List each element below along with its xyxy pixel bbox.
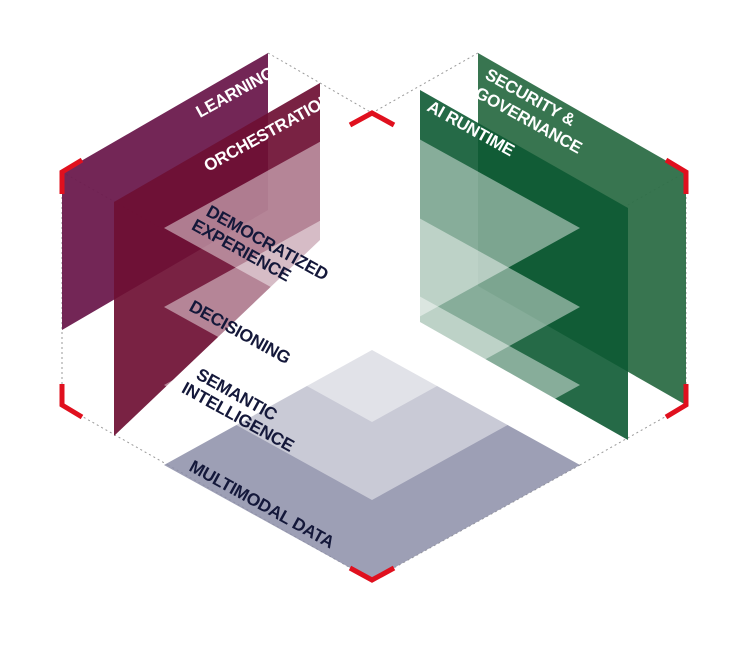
- corner-marker: [664, 384, 689, 420]
- corner-markers: [59, 110, 689, 583]
- corner-marker: [664, 157, 689, 194]
- democratized-experience-layer: [164, 113, 580, 343]
- corner-marker: [59, 157, 84, 194]
- corner-marker: [348, 110, 396, 128]
- semantic-intelligence-layer: [164, 270, 580, 500]
- multimodal-data-layer: [164, 350, 580, 580]
- corner-marker: [348, 565, 396, 583]
- corner-marker: [59, 384, 84, 420]
- decisioning-layer: [164, 192, 580, 422]
- ai-runtime-panel: [420, 90, 628, 440]
- layer-stack: [164, 113, 580, 580]
- right-panels: [420, 53, 686, 440]
- cube-edge: [371, 52, 479, 114]
- orchestration-panel: [114, 83, 320, 436]
- left-panels: [62, 53, 320, 436]
